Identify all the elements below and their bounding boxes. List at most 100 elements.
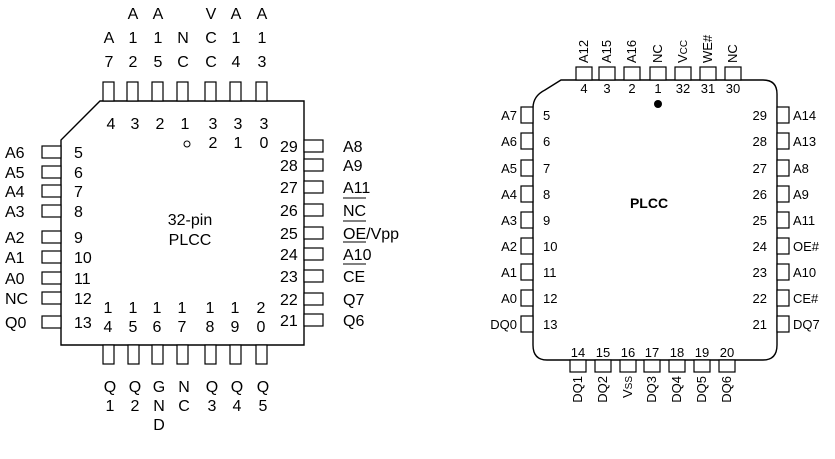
pin-lead <box>41 184 62 198</box>
pin1-dot <box>654 100 662 108</box>
right-package-title: PLCC <box>630 195 668 211</box>
pin-lead <box>776 185 790 203</box>
pin-lead <box>151 81 164 102</box>
pin-number: 21 <box>753 317 767 332</box>
pin-label-a15: A15 <box>599 40 614 63</box>
pin-label-a10: A10 <box>343 247 372 264</box>
pin-lead <box>776 106 790 124</box>
pin-lead <box>569 359 587 373</box>
pin-lead <box>520 211 534 229</box>
pin-label-a9: A9 <box>793 187 809 202</box>
pin-lead <box>693 359 711 373</box>
pin-lead <box>668 359 686 373</box>
pin-lead <box>303 180 324 194</box>
pin-label-a0: A0 <box>5 271 25 288</box>
pin-label-a9: A9 <box>343 158 363 175</box>
pin-label-q7: Q7 <box>343 292 364 309</box>
pin-lead <box>303 203 324 217</box>
pin-number: 30 <box>726 81 740 96</box>
pin-number: 31 <box>701 81 715 96</box>
pin-label-a4: A4 <box>501 187 517 202</box>
pin-label-dq5: DQ5 <box>694 376 709 403</box>
pin-label-q6: Q6 <box>343 313 364 330</box>
pin-lead <box>303 226 324 240</box>
pin-label-a6: A6 <box>501 134 517 149</box>
pin-lead <box>520 315 534 333</box>
pin-label-a4: A4 <box>5 184 25 201</box>
pin-number: 12 <box>543 291 557 306</box>
pin-10: A2 10 <box>501 237 557 255</box>
pin-lead <box>176 81 189 102</box>
pin-label-oe: OE# <box>793 239 820 254</box>
pin-lead <box>41 165 62 179</box>
pin-lead <box>255 81 268 102</box>
pin-lead <box>303 292 324 306</box>
pin-lead <box>41 204 62 218</box>
pin-number: 21 <box>280 313 298 330</box>
pin-number: 8 <box>543 187 550 202</box>
pin-number: 2 <box>628 81 635 96</box>
pin-label-nc: NC <box>725 44 740 63</box>
pin-number: 11 <box>543 265 557 280</box>
pin-28: A13 28 <box>753 132 816 150</box>
pin-label-a11: A11 <box>343 180 370 197</box>
pin-lead <box>776 211 790 229</box>
pin-label-a13: A13 <box>793 134 816 149</box>
pin-label-a2: A2 <box>501 239 517 254</box>
left-package-title-line1: 32-pin <box>168 212 212 229</box>
pin-label-vcc: VCC <box>675 40 690 63</box>
pin-label-a11: A11 <box>793 213 815 228</box>
pin-number: 28 <box>753 134 767 149</box>
pin-lead <box>303 158 324 172</box>
pin-lead <box>776 132 790 150</box>
pin-label-a6: A6 <box>5 145 25 162</box>
right-right-pins: A1429A1328A827A926A1125OE#24A1023CE#22DQ… <box>753 106 820 333</box>
pin-lead <box>718 359 736 373</box>
pin-label-dq4: DQ4 <box>669 376 684 403</box>
pin-label-dq0: DQ0 <box>490 317 517 332</box>
pin-number: 25 <box>280 226 298 243</box>
pin-24: OE#24 <box>753 237 820 255</box>
pin-number: 16 <box>621 345 635 360</box>
pin-number: 5 <box>543 108 550 123</box>
pin-label-dq3: DQ3 <box>644 376 659 403</box>
pin-11: A0 11 <box>5 271 91 288</box>
pin-number: 10 <box>543 239 557 254</box>
pin-number: 11 <box>74 271 91 288</box>
pin-label-nc: NC <box>650 44 665 63</box>
pin-lead <box>520 106 534 124</box>
pin-number: 27 <box>753 161 767 176</box>
pin-label-a8: A8 <box>793 161 809 176</box>
pin-22: CE#22 <box>753 289 819 307</box>
pin-label-a3: A3 <box>5 204 25 221</box>
pin-label-vss: VSS <box>620 376 635 398</box>
pin-number: 7 <box>543 161 550 176</box>
